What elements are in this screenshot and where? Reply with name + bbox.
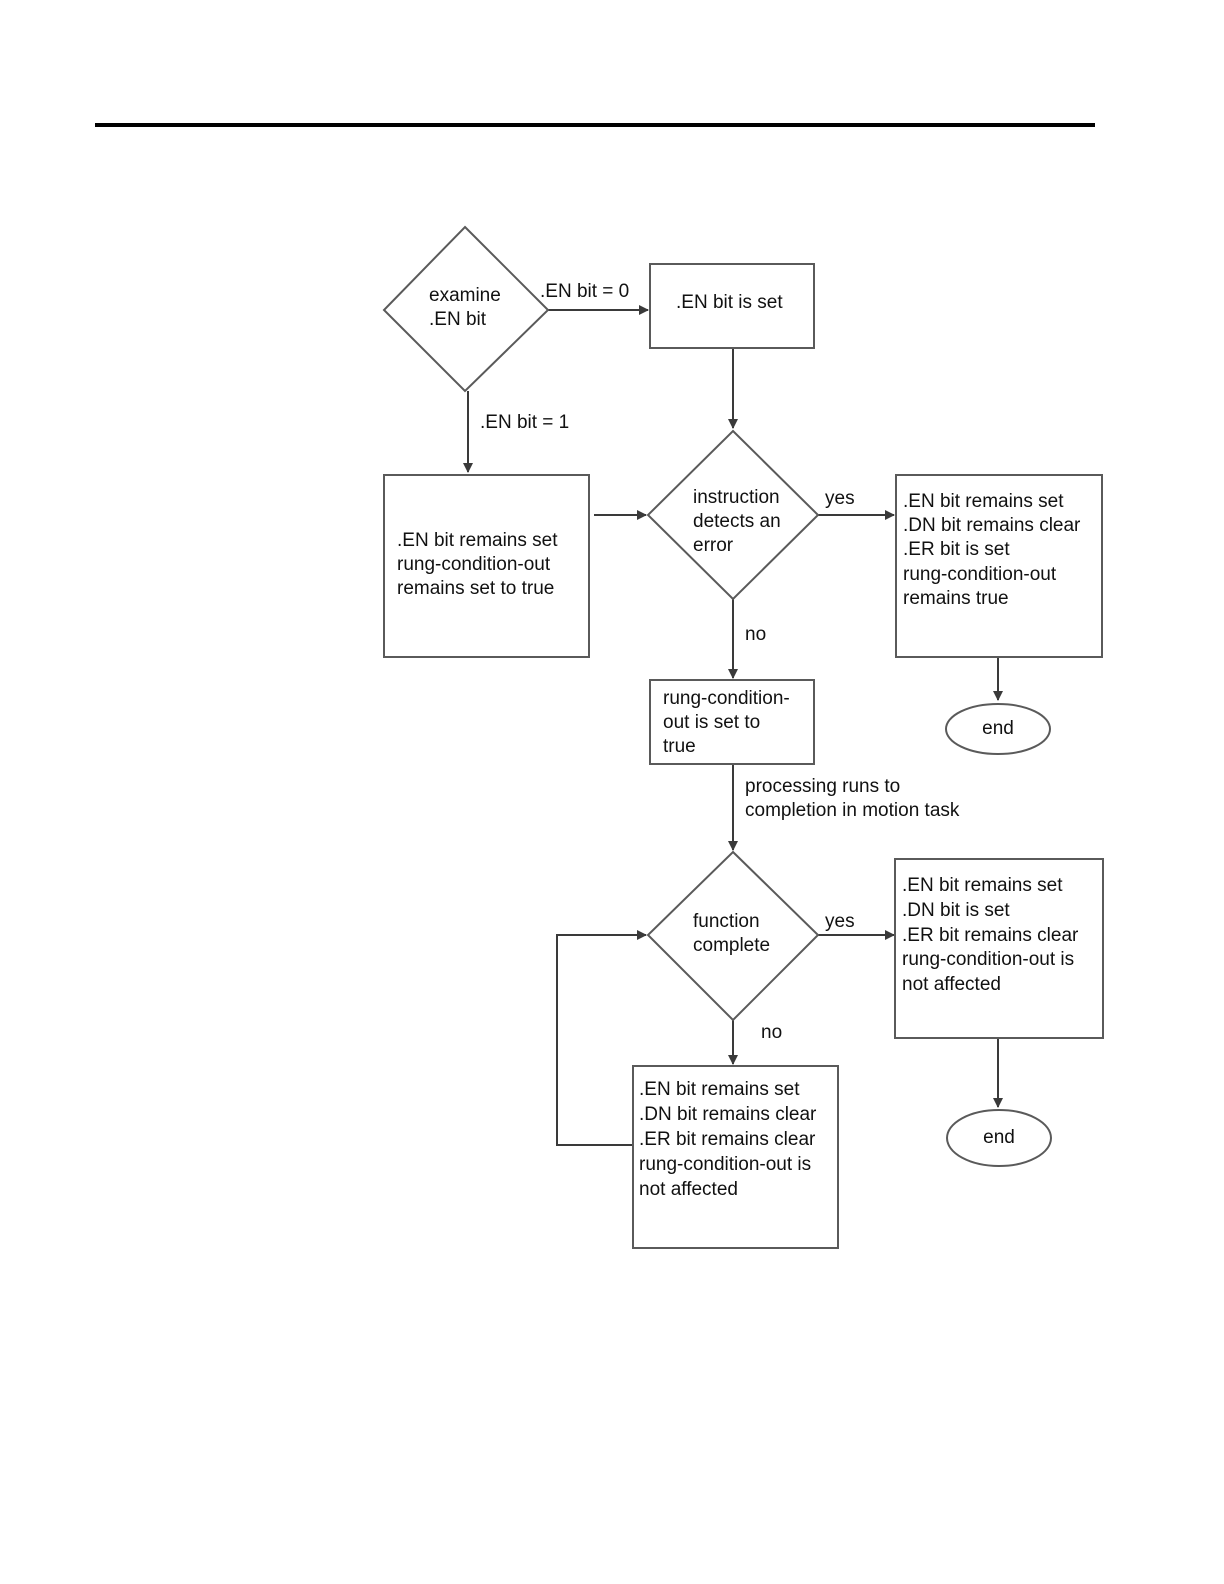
node-text-rung-true: rung-condition- out is set to true	[663, 688, 795, 757]
process-rung-true	[649, 679, 815, 765]
edge-label-en-bit-0: .EN bit = 0	[540, 281, 629, 302]
decision-examine-en-bit	[382, 225, 550, 393]
edge-label-processing: processing runs to completion in motion …	[745, 776, 960, 821]
edge-loop-back	[556, 930, 647, 1146]
node-text-end-1: end	[982, 718, 1014, 739]
decision-function-complete	[646, 850, 820, 1022]
edge-label-en-bit-1: .EN bit = 1	[480, 412, 569, 433]
edge-label-complete-no: no	[761, 1022, 782, 1043]
terminal-end-2	[946, 1109, 1052, 1167]
process-en-remains-set	[383, 474, 590, 658]
node-text-en-set: .EN bit is set	[676, 292, 783, 313]
terminal-end-1	[945, 703, 1051, 755]
node-text-function-complete: function complete	[693, 911, 770, 956]
decision-detects-error	[646, 429, 820, 601]
process-complete-result	[894, 858, 1104, 1039]
edge-label-error-yes: yes	[825, 488, 855, 509]
edge-label-error-no: no	[745, 624, 766, 645]
node-text-error-result: .EN bit remains set .DN bit remains clea…	[903, 491, 1086, 609]
node-text-detects-error: instruction detects an error	[693, 487, 786, 556]
node-text-remains-set: .EN bit remains set rung-condition-out r…	[397, 530, 563, 599]
node-text-end-2: end	[983, 1127, 1015, 1148]
edge-label-complete-yes: yes	[825, 911, 855, 932]
node-text-examine: examine .EN bit	[429, 285, 506, 330]
node-text-complete-result: .EN bit remains set .DN bit is set .ER b…	[902, 875, 1084, 995]
node-text-not-complete: .EN bit remains set .DN bit remains clea…	[639, 1079, 822, 1200]
process-not-complete	[632, 1065, 839, 1249]
process-error-result	[895, 474, 1103, 658]
process-en-bit-set	[649, 263, 815, 349]
